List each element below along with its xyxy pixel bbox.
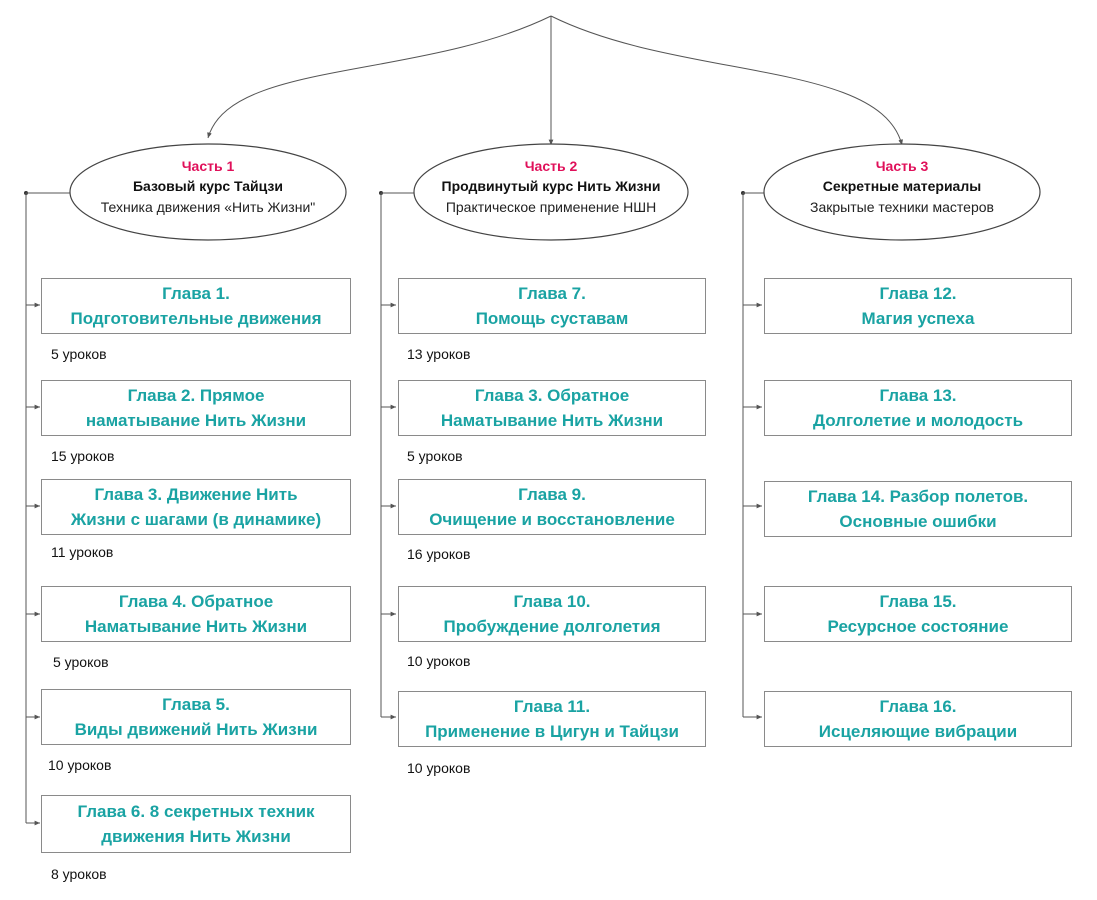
chapter-title-line: Исцеляющие вибрации <box>818 722 1018 741</box>
chapter-title-line: Глава 7. <box>518 284 586 303</box>
chapter-box[interactable]: Глава 1. Подготовительные движения <box>41 278 351 334</box>
chapter-box[interactable]: Глава 7. Помощь суставам <box>398 278 706 334</box>
chapter-box[interactable]: Глава 13. Долголетие и молодость <box>764 380 1072 436</box>
chapter-title-line: наматывание Нить Жизни <box>85 411 307 430</box>
part-label: Часть 3 <box>875 158 929 174</box>
chapter-box[interactable]: Глава 5. Виды движений Нить Жизни <box>41 689 351 745</box>
chapter-box[interactable]: Глава 15. Ресурсное состояние <box>764 586 1072 642</box>
part-3-ellipse <box>763 143 1041 241</box>
chapter-box[interactable]: Глава 14. Разбор полетов. Основные ошибк… <box>764 481 1072 537</box>
chapter-title-line: Глава 3. Движение Нить <box>94 485 298 504</box>
lesson-count: 10 уроков <box>407 760 471 776</box>
part-name: Продвинутый курс Нить Жизни <box>441 178 661 194</box>
lesson-count: 5 уроков <box>51 346 107 362</box>
chapter-box[interactable]: Глава 2. Прямое наматывание Нить Жизни <box>41 380 351 436</box>
lesson-count: 8 уроков <box>51 866 107 882</box>
chapter-box[interactable]: Глава 16. Исцеляющие вибрации <box>764 691 1072 747</box>
chapter-box[interactable]: Глава 12. Магия успеха <box>764 278 1072 334</box>
lesson-count: 13 уроков <box>407 346 471 362</box>
chapter-title-line: Глава 4. Обратное <box>118 592 274 611</box>
chapter-box[interactable]: Глава 6. 8 секретных техник движения Нит… <box>41 795 351 853</box>
root-connector-1 <box>207 15 552 139</box>
part-subtitle: Практическое применение НШН <box>445 199 657 215</box>
lesson-count: 5 уроков <box>53 654 109 670</box>
chapter-title-line: Жизни с шагами (в динамике) <box>70 510 322 529</box>
chapter-title-line: Магия успеха <box>861 309 975 328</box>
chapter-title-line: Глава 11. <box>513 697 591 716</box>
part-subtitle: Техника движения «Нить Жизни" <box>100 199 316 215</box>
chapter-title-line: Применение в Цигун и Тайцзи <box>425 722 679 741</box>
chapter-title-line: Подготовительные движения <box>70 309 322 328</box>
chapter-box[interactable]: Глава 10. Пробуждение долголетия <box>398 586 706 642</box>
lesson-count: 5 уроков <box>407 448 463 464</box>
chapter-title-line: Глава 12. <box>879 284 957 303</box>
chapter-box[interactable]: Глава 9. Очищение и восстановление <box>398 479 706 535</box>
part-name: Базовый курс Тайцзи <box>132 178 283 194</box>
chapter-box[interactable]: Глава 3. Обратное Наматывание Нить Жизни <box>398 380 706 436</box>
chapter-title-line: Глава 16. <box>879 697 957 716</box>
part-1-ellipse <box>69 143 347 241</box>
chapter-title-line: Глава 9. <box>518 485 586 504</box>
part-2-ellipse <box>413 143 689 241</box>
part-name: Секретные материалы <box>822 178 982 194</box>
lesson-count: 16 уроков <box>407 546 471 562</box>
lesson-count: 10 уроков <box>48 757 112 773</box>
chapter-box[interactable]: Глава 11. Применение в Цигун и Тайцзи <box>398 691 706 747</box>
chapter-title-line: Глава 1. <box>162 284 230 303</box>
chapter-title-line: Помощь суставам <box>475 309 629 328</box>
chapter-box[interactable]: Глава 3. Движение Нить Жизни с шагами (в… <box>41 479 351 535</box>
part-1-header: Часть 1 Базовый курс Тайцзи Техника движ… <box>70 156 346 218</box>
chapter-title-line: Основные ошибки <box>839 512 997 531</box>
chapter-title-line: Глава 10. <box>513 592 591 611</box>
chapter-title-line: Глава 14. Разбор полетов. <box>807 487 1029 506</box>
lesson-count: 10 уроков <box>407 653 471 669</box>
part-label: Часть 1 <box>181 158 235 174</box>
lesson-count: 15 уроков <box>51 448 115 464</box>
chapter-title-line: Пробуждение долголетия <box>443 617 661 636</box>
chapter-title-line: Глава 3. Обратное <box>474 386 630 405</box>
chapter-title-line: Глава 2. Прямое <box>127 386 265 405</box>
chapter-title-line: Глава 6. 8 секретных техник <box>77 802 315 821</box>
part-label: Часть 2 <box>524 158 578 174</box>
chapter-title-line: Глава 15. <box>879 592 957 611</box>
chapter-title-line: Ресурсное состояние <box>827 617 1009 636</box>
chapter-title-line: Глава 5. <box>162 695 230 714</box>
chapter-title-line: Наматывание Нить Жизни <box>440 411 664 430</box>
part-subtitle: Закрытые техники мастеров <box>810 199 994 215</box>
chapter-title-line: Наматывание Нить Жизни <box>84 617 308 636</box>
chapter-title-line: Глава 13. <box>879 386 957 405</box>
chapter-title-line: Виды движений Нить Жизни <box>74 720 318 739</box>
root-connector-3 <box>550 15 903 146</box>
chapter-title-line: движения Нить Жизни <box>101 827 291 846</box>
lesson-count: 11 уроков <box>51 544 114 560</box>
chapter-box[interactable]: Глава 4. Обратное Наматывание Нить Жизни <box>41 586 351 642</box>
part-3-header: Часть 3 Секретные материалы Закрытые тех… <box>764 156 1040 218</box>
chapter-title-line: Долголетие и молодость <box>812 411 1024 430</box>
chapter-title-line: Очищение и восстановление <box>429 510 675 529</box>
part-2-header: Часть 2 Продвинутый курс Нить Жизни Прак… <box>414 156 688 218</box>
